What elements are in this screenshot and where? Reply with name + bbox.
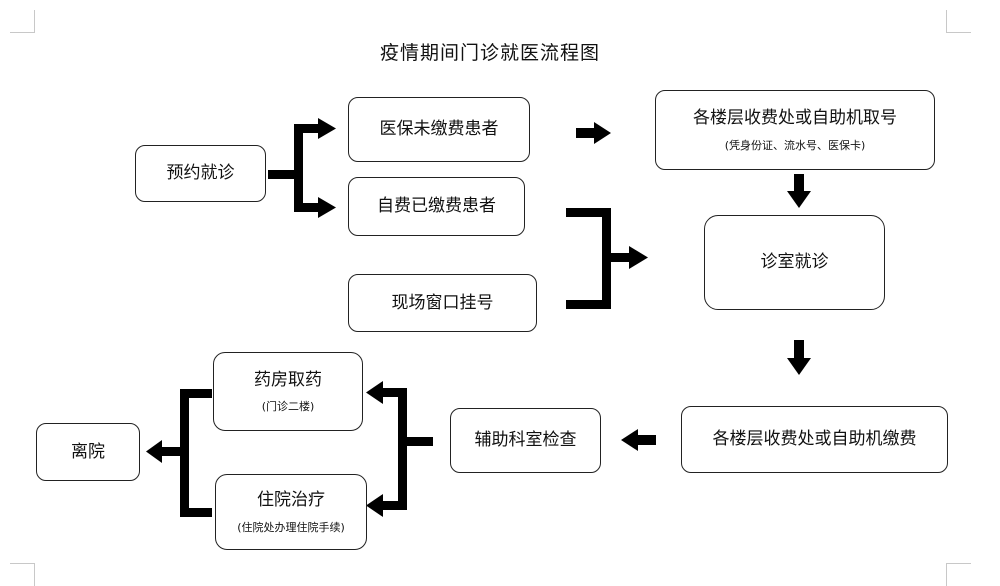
node-pharmacy: 药房取药 (门诊二楼) [213,352,363,431]
arrow-to-hospitalization [366,494,383,517]
node-leave: 离院 [36,423,140,481]
fork-connector-appointment [268,124,318,212]
arrow-down-to-consultation [787,174,811,208]
node-self-paid: 自费已缴费患者 [348,177,525,236]
diagram-title: 疫情期间门诊就医流程图 [379,42,600,64]
corner-mark-top-left [10,10,35,33]
node-get-number-label: 各楼层收费处或自助机取号 [693,108,897,129]
node-pay-label: 各楼层收费处或自助机缴费 [712,429,917,450]
merge-connector-to-consultation [566,208,648,309]
node-get-number: 各楼层收费处或自助机取号 (凭身份证、流水号、医保卡) [655,90,935,170]
arrow-left-to-auxiliary [621,429,656,451]
corner-mark-top-right [946,10,971,33]
fork-connector-auxiliary [383,388,433,510]
node-appointment-label: 预约就诊 [166,163,235,184]
arrow-to-insured-unpaid [318,118,336,139]
node-pay: 各楼层收费处或自助机缴费 [681,406,948,473]
node-onsite-register: 现场窗口挂号 [348,274,537,332]
node-consultation-label: 诊室就诊 [760,252,829,273]
node-consultation: 诊室就诊 [704,215,885,310]
node-appointment: 预约就诊 [135,145,266,202]
node-pharmacy-label: 药房取药 [254,369,322,390]
merge-connector-to-leave [146,389,212,517]
arrow-down-to-pay [787,340,811,375]
node-auxiliary-check: 辅助科室检查 [450,408,601,473]
arrow-to-get-number [576,122,611,144]
corner-mark-bottom-right [946,563,971,586]
node-hospitalization: 住院治疗 (住院处办理住院手续) [215,474,367,550]
arrow-to-self-paid [318,197,336,218]
node-hospitalization-note: (住院处办理住院手续) [237,520,345,534]
node-get-number-note: (凭身份证、流水号、医保卡) [724,138,866,152]
node-hospitalization-label: 住院治疗 [257,490,325,511]
node-onsite-register-label: 现场窗口挂号 [391,292,494,313]
node-auxiliary-check-label: 辅助科室检查 [474,430,577,451]
node-self-paid-label: 自费已缴费患者 [377,196,496,217]
node-pharmacy-note: (门诊二楼) [261,400,315,414]
corner-mark-bottom-left [10,563,35,586]
node-insured-unpaid: 医保未缴费患者 [348,97,530,162]
arrow-to-pharmacy [366,381,383,404]
node-insured-unpaid-label: 医保未缴费患者 [379,119,499,140]
node-leave-label: 离院 [71,441,105,462]
